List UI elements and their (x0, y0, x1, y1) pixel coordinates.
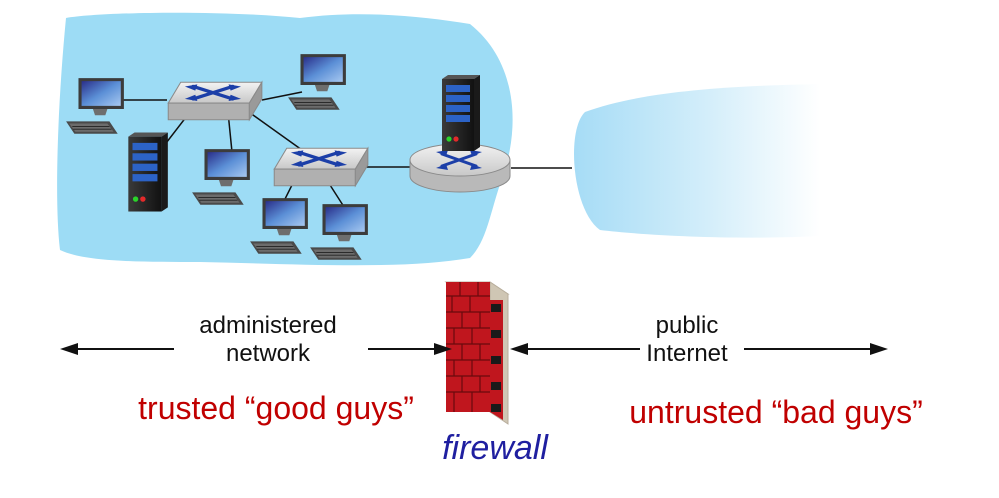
switch-icon (272, 146, 370, 188)
router-icon (409, 143, 511, 193)
server-icon (442, 75, 480, 151)
trusted-label: trusted “good guys” (138, 390, 414, 426)
firewall-icon (444, 281, 510, 425)
admin-line2: network (225, 340, 311, 368)
server-icon (128, 132, 168, 212)
firewall-label: firewall (442, 429, 548, 467)
administered-network-label: administered network (176, 312, 360, 369)
admin-line1: administered (199, 312, 337, 339)
arrows (60, 343, 888, 355)
public-line1: public (655, 312, 719, 339)
untrusted-label: untrusted “bad guys” (629, 394, 923, 430)
public-internet-label: public Internet (624, 312, 750, 369)
public-line2: Internet (646, 340, 728, 368)
cloud-icon (57, 12, 513, 266)
switch-icon (166, 80, 264, 122)
cloud-icon (573, 84, 820, 238)
